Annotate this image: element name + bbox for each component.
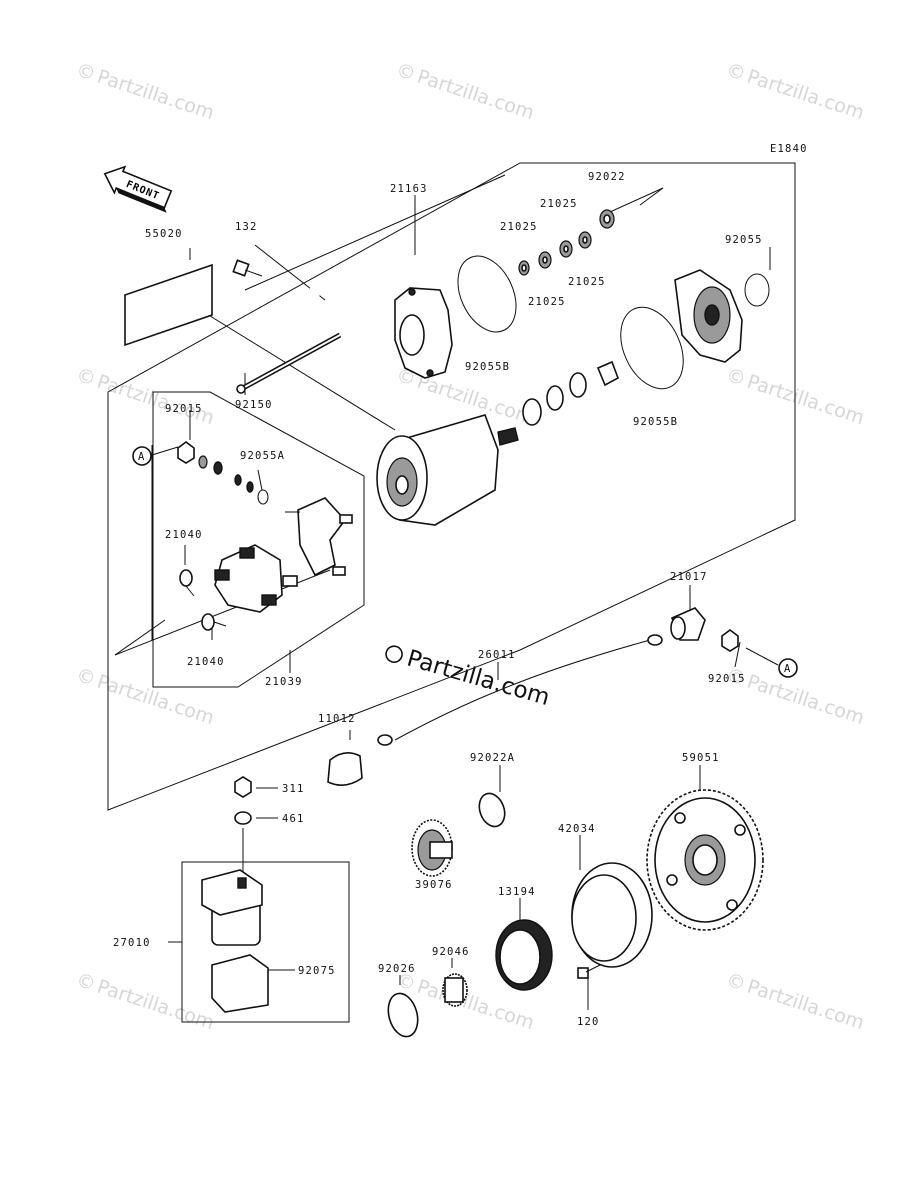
part-label: 21039	[265, 676, 303, 688]
part-label: 92055	[725, 234, 763, 246]
nut-92015-right	[721, 629, 739, 652]
part-label: 92022A	[470, 752, 515, 764]
washer-92022a	[478, 792, 506, 828]
watermark-text: Partzilla.com	[94, 671, 216, 729]
part-label: 21025	[528, 296, 566, 308]
relay-cover-92075	[211, 954, 269, 1013]
part-label: 120	[577, 1016, 600, 1028]
spring-21040-bottom	[201, 613, 227, 631]
ref-marker-a-left: A	[132, 446, 152, 466]
part-label: 59051	[682, 752, 720, 764]
part-label: 21163	[390, 183, 428, 195]
washers-21025	[518, 209, 615, 276]
spring-21040-top	[179, 569, 195, 597]
nut-311	[234, 776, 252, 798]
part-label: 92055B	[633, 416, 678, 428]
through-bolt-92150	[236, 332, 342, 394]
part-label: 92026	[378, 963, 416, 975]
terminal-boot-21017	[670, 607, 706, 641]
watermark-text: Partzilla.com	[94, 976, 216, 1034]
washers-middle	[522, 360, 619, 426]
brand-watermark: Partzilla.com	[385, 645, 553, 711]
part-label: 92055B	[465, 361, 510, 373]
watermark-text: Partzilla.com	[414, 66, 536, 124]
starter-cable-26011	[377, 634, 663, 746]
watermark-text: ©	[73, 364, 98, 391]
cap-11012	[327, 752, 363, 786]
terminal-bracket	[285, 497, 353, 577]
part-label: 92150	[235, 399, 273, 411]
washer-92026	[387, 992, 419, 1038]
brush-holder-outline	[152, 391, 365, 688]
part-label: 21017	[670, 571, 708, 583]
part-label: 21040	[187, 656, 225, 668]
svg-text:A: A	[784, 663, 792, 675]
part-label: 92015	[708, 673, 746, 685]
watermark-text: ©	[723, 969, 748, 996]
watermark-text: Partzilla.com	[94, 371, 216, 429]
label-sticker	[124, 263, 213, 347]
part-label: 39076	[415, 879, 453, 891]
part-label: 311	[282, 783, 305, 795]
part-label: 92015	[165, 403, 203, 415]
part-label: 21025	[540, 198, 578, 210]
part-label: 55020	[145, 228, 183, 240]
part-label: 92022	[588, 171, 626, 183]
svg-text:A: A	[138, 451, 146, 463]
part-label: 21025	[568, 276, 606, 288]
part-label: 92046	[432, 946, 470, 958]
part-label: 461	[282, 813, 305, 825]
idler-gear-39076	[411, 819, 453, 877]
watermark-text: Partzilla.com	[94, 66, 216, 124]
watermark-text: ©	[723, 59, 748, 86]
part-label: 27010	[113, 937, 151, 949]
o-ring-92055b-top	[457, 255, 517, 333]
washer-461	[234, 811, 252, 825]
watermark-text: Partzilla.com	[744, 976, 866, 1034]
watermark-text: ©	[723, 364, 748, 391]
front-arrow: FRONT	[103, 165, 173, 213]
part-label: 13194	[498, 886, 536, 898]
ref-marker-a-right: A	[778, 658, 798, 678]
part-labels: 55020 132 21163 92022 21025 21025 21025 …	[113, 171, 763, 1028]
part-label: 92055A	[240, 450, 285, 462]
bolt-132	[232, 259, 263, 277]
small-washers-left	[177, 441, 269, 505]
part-label: 21025	[500, 221, 538, 233]
part-label: 42034	[558, 823, 596, 835]
watermark-text: ©	[393, 59, 418, 86]
watermark-text: ©	[73, 969, 98, 996]
starter-clutch-gear-59051	[646, 789, 764, 931]
part-label: 21040	[165, 529, 203, 541]
starter-relay-27010	[201, 869, 263, 946]
brush-holder-21039	[214, 544, 298, 613]
watermark-text: Partzilla.com	[744, 66, 866, 124]
part-label: 26011	[478, 649, 516, 661]
watermark-text: Partzilla.com	[744, 671, 866, 729]
front-cover	[674, 269, 743, 363]
watermark-text: Partzilla.com	[744, 371, 866, 429]
needle-bearing-92046	[442, 973, 468, 1007]
clutch-housing-42034	[571, 862, 653, 968]
starter-motor	[376, 414, 519, 526]
part-label: 92075	[298, 965, 336, 977]
main-assembly-outline	[107, 162, 796, 811]
part-label: 132	[235, 221, 258, 233]
o-ring-92055b-bottom	[620, 306, 684, 390]
bolt-120	[577, 964, 601, 979]
watermark-text: ©	[73, 59, 98, 86]
one-way-clutch-13194	[495, 919, 553, 991]
rear-cover-21163	[394, 287, 453, 379]
diagram-code: E1840	[770, 143, 808, 155]
o-ring-92055	[744, 273, 770, 307]
part-label: 11012	[318, 713, 356, 725]
watermark-text: ©	[73, 664, 98, 691]
